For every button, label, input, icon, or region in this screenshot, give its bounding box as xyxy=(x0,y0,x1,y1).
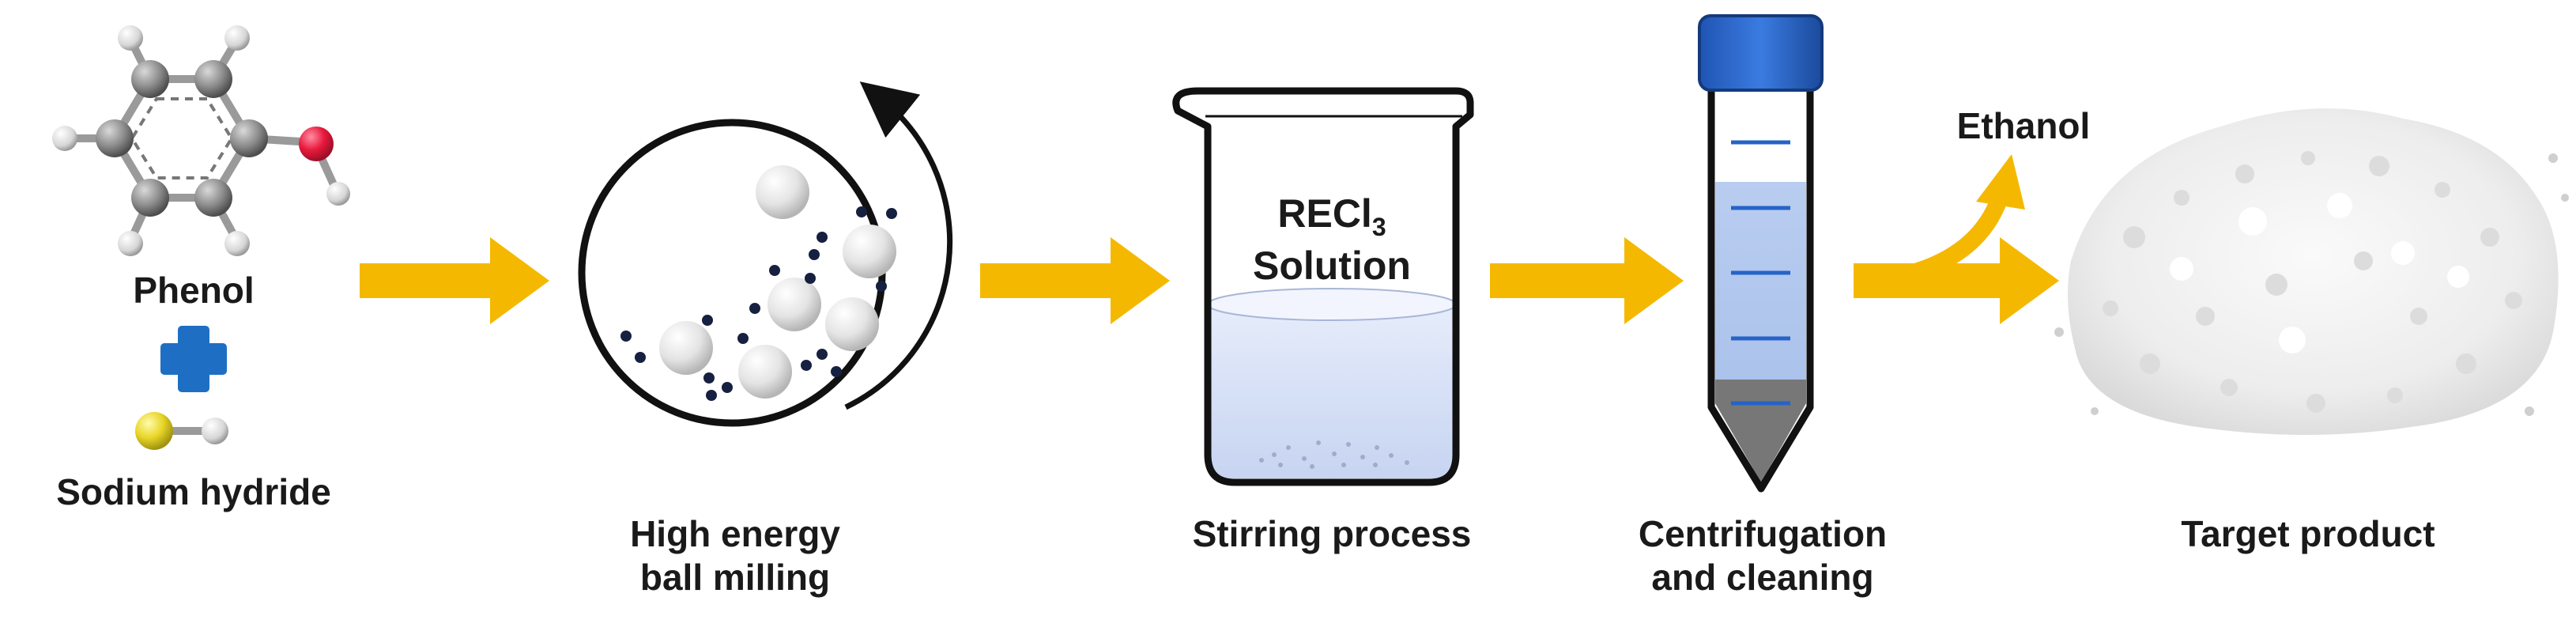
centrifuge-tube-icon xyxy=(1698,14,1824,493)
centrifugation-label-line1: Centrifugation xyxy=(1638,513,1888,554)
flow-arrow-4 xyxy=(1854,154,2059,324)
stirring-process-label: Stirring process xyxy=(1192,513,1472,554)
flow-arrow-3 xyxy=(1490,237,1684,324)
centrifugation-label-line2: and cleaning xyxy=(1651,557,1874,599)
target-product-label: Target product xyxy=(2181,513,2435,554)
phenol-molecule-icon xyxy=(52,25,350,256)
flow-arrow-1 xyxy=(360,237,549,324)
beaker-solution-label: RECl3 Solution xyxy=(1217,190,1446,289)
ethanol-label: Ethanol xyxy=(1956,105,2091,146)
ball-mill-jar-icon xyxy=(578,81,953,427)
ball-milling-label-line1: High energy xyxy=(630,513,840,554)
sodium-hydride-molecule-icon xyxy=(135,412,228,450)
plus-icon xyxy=(160,326,227,392)
solution-word: Solution xyxy=(1253,244,1411,289)
beaker-icon xyxy=(1172,87,1474,486)
centrifugation-label: Centrifugation and cleaning xyxy=(1589,512,1937,599)
ball-milling-label: High energy ball milling xyxy=(553,512,917,599)
solution-formula-subscript: 3 xyxy=(1371,213,1386,241)
flow-arrow-2 xyxy=(980,237,1170,324)
solution-formula: RECl3 xyxy=(1217,190,1446,242)
phenol-label: Phenol xyxy=(133,270,255,311)
solution-formula-main: RECl xyxy=(1277,191,1372,236)
ball-milling-label-line2: ball milling xyxy=(639,557,831,599)
powder-pile-icon xyxy=(2054,108,2569,435)
sodium-hydride-label: Sodium hydride xyxy=(56,471,331,512)
